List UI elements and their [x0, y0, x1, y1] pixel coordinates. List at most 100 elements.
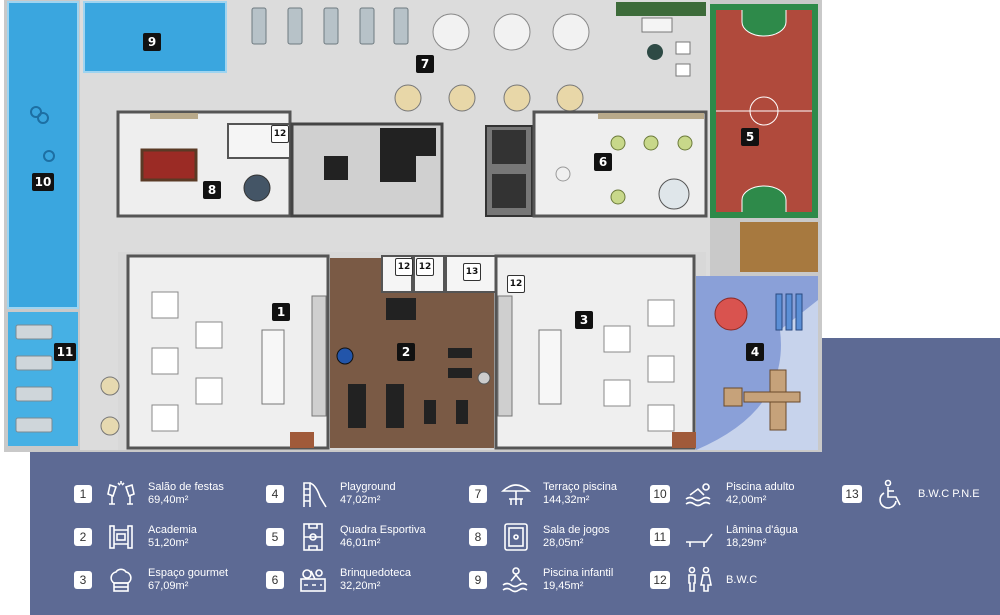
legend-area: 47,02m² [340, 494, 381, 506]
legend-number: 7 [469, 485, 487, 503]
toy-box-icon [296, 563, 330, 597]
legend-name: Piscina infantil [543, 567, 614, 579]
legend-band [820, 338, 1000, 460]
gourmet-tables [603, 299, 675, 432]
legend-number: 12 [650, 571, 670, 589]
legend-name: B.W.C P.N.E [918, 487, 980, 500]
legend-name: Lâmina d'água [726, 524, 798, 536]
legend-number: 11 [650, 528, 670, 546]
area-badge-3: 3 [575, 311, 593, 329]
legend-number: 10 [650, 485, 670, 503]
legend-area: 144,32m² [543, 494, 590, 506]
legend-area: 69,40m² [148, 494, 189, 506]
sports-court-icon [296, 520, 330, 554]
area-badge-12-games: 12 [271, 125, 289, 143]
legend-area: 51,20m² [148, 537, 189, 549]
plant-pot [647, 44, 663, 60]
legend-number: 8 [469, 528, 487, 546]
legend-name: Salão de festas [148, 481, 224, 493]
area-badge-9: 9 [143, 33, 161, 51]
play-structure [723, 369, 801, 431]
umbrella-tables [432, 13, 590, 51]
terrace-loungers [251, 7, 409, 45]
swing-set [775, 293, 803, 331]
legend-area: 32,20m² [340, 580, 381, 592]
legend-number: 6 [266, 571, 284, 589]
pool-table-icon [499, 520, 533, 554]
area-badge-5: 5 [741, 128, 759, 146]
planter [616, 2, 706, 16]
gym-equipment [348, 298, 472, 428]
legend-number: 9 [469, 571, 487, 589]
bench-deck [740, 222, 818, 272]
legend-name: Espaço gourmet [148, 567, 229, 579]
pool-table [140, 148, 198, 182]
swimmer-icon [682, 477, 716, 511]
party-counter [261, 329, 285, 405]
legend-name: Piscina adulto [726, 481, 795, 493]
party-tables [151, 291, 223, 432]
area-badge-12-gym-c: 12 [507, 275, 525, 293]
area-badge-1: 1 [272, 303, 290, 321]
gourmet-counter [538, 329, 562, 405]
area-badge-13: 13 [463, 263, 481, 281]
legend-area: 28,05m² [543, 537, 584, 549]
legend-name: Academia [148, 524, 197, 536]
legend-number: 3 [74, 571, 92, 589]
legend-area: 18,29m² [726, 537, 767, 549]
ball-pit [658, 178, 690, 210]
legend-name: Terraço piscina [543, 481, 617, 493]
umbrella-table-icon [499, 477, 533, 511]
legend-number: 1 [74, 485, 92, 503]
wheelchair-icon [874, 477, 908, 511]
terrace-tables [394, 84, 584, 112]
legend-area: 46,01m² [340, 537, 381, 549]
restroom-icon [682, 563, 716, 597]
sun-loungers [15, 324, 53, 433]
area-badge-7: 7 [416, 55, 434, 73]
legend-area: 67,09m² [148, 580, 189, 592]
area-badge-6: 6 [594, 153, 612, 171]
legend-area: 19,45m² [543, 580, 584, 592]
area-badge-11: 11 [54, 343, 76, 361]
area-badge-4: 4 [746, 343, 764, 361]
legend-name: Playground [340, 481, 396, 493]
gym-station-icon [104, 520, 138, 554]
legend-number: 2 [74, 528, 92, 546]
legend-item-12: 12 B.W.C [650, 563, 757, 597]
adult-pool [8, 2, 78, 308]
legend-name: B.W.C [726, 573, 758, 586]
pool-float-icon [30, 106, 42, 118]
chef-hat-icon [104, 563, 138, 597]
toast-glasses-icon [104, 477, 138, 511]
legend-name: Quadra Esportiva [340, 524, 426, 536]
legend-name: Sala de jogos [543, 524, 610, 536]
legend-number: 13 [842, 485, 862, 503]
kids-pool-icon [499, 563, 533, 597]
carousel [714, 297, 748, 331]
floor-plan [4, 0, 1000, 460]
slide-icon [296, 477, 330, 511]
legend-item-13: 13 B.W.C P.N.E [842, 477, 980, 511]
legend-number: 4 [266, 485, 284, 503]
toy-tables [610, 135, 693, 205]
sun-lounger-icon [682, 520, 716, 554]
game-table [243, 174, 271, 202]
area-badge-12-gym-b: 12 [416, 258, 434, 276]
area-badge-12-gym-a: 12 [395, 258, 413, 276]
legend-number: 5 [266, 528, 284, 546]
area-badge-8: 8 [203, 181, 221, 199]
area-badge-2: 2 [397, 343, 415, 361]
